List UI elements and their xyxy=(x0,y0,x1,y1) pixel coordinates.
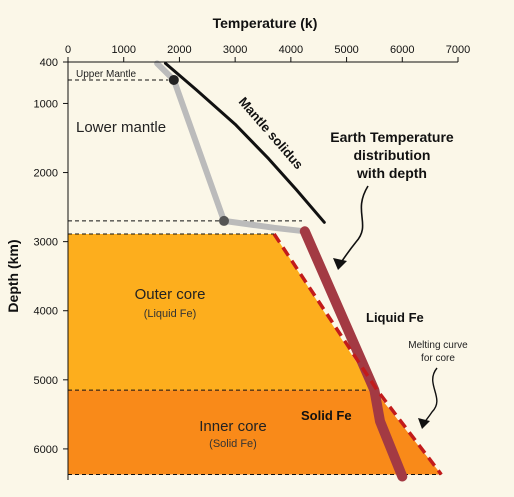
x-tick-label-7: 7000 xyxy=(446,44,470,56)
annotation-liquid-fe: Liquid Fe xyxy=(366,310,424,325)
y-tick-label-3: 3000 xyxy=(34,237,58,249)
layer-label-lower-mantle: Lower mantle xyxy=(76,119,166,136)
layer-label-outer-core: Outer core xyxy=(135,286,206,303)
tick-labels: 0 1000 2000 3000 4000 5000 6000 7000 400 1000 2000… xyxy=(34,44,471,456)
layer-label-upper-mantle: Upper Mantle xyxy=(76,69,136,80)
arrow-title-to-curve-head xyxy=(333,258,347,270)
arrow-melting-curve-head xyxy=(418,418,430,429)
x-tick-label-0: 0 xyxy=(65,44,71,56)
layer-fill-2 xyxy=(68,234,375,391)
x-tick-label-2: 2000 xyxy=(167,44,191,56)
layer-boundaries xyxy=(68,79,442,476)
x-axis-label: Temperature (k) xyxy=(213,15,318,31)
layer-sublabel-inner-core: (Solid Fe) xyxy=(209,438,257,450)
layer-label-inner-core: Inner core xyxy=(199,418,267,435)
marker-lower-mantle xyxy=(219,215,229,226)
series-line-2 xyxy=(299,226,408,482)
x-tick-label-3: 3000 xyxy=(223,44,247,56)
marker-upper-mantle xyxy=(168,74,179,85)
layer-fills xyxy=(68,234,442,475)
x-tick-label-6: 6000 xyxy=(390,44,414,56)
y-tick-label-6: 6000 xyxy=(34,444,58,456)
layer-fill-3 xyxy=(68,390,442,475)
y-tick-label-0: 400 xyxy=(40,57,58,69)
chart-title-line-1: Earth Temperature xyxy=(330,129,454,145)
series-line-3 xyxy=(272,233,443,476)
arrow-title-to-curve xyxy=(339,185,369,265)
axes xyxy=(63,57,459,480)
annotation-melting-curve: Melting curve xyxy=(408,340,468,351)
y-axis-label: Depth (km) xyxy=(5,239,21,312)
annotation-solid-fe: Solid Fe xyxy=(301,408,352,423)
layer-sublabel-outer-core: (Liquid Fe) xyxy=(144,308,197,320)
series-lines xyxy=(154,60,443,482)
series-line-0 xyxy=(164,61,326,224)
chart-title-line-2: distribution xyxy=(354,147,431,163)
annotation-melting-curve-line2: for core xyxy=(421,353,455,364)
x-tick-label-4: 4000 xyxy=(279,44,303,56)
y-tick-label-2: 2000 xyxy=(34,168,58,180)
x-tick-label-1: 1000 xyxy=(111,44,135,56)
y-tick-label-5: 5000 xyxy=(34,375,58,387)
x-tick-label-5: 5000 xyxy=(334,44,358,56)
y-tick-label-4: 4000 xyxy=(34,306,58,318)
y-tick-label-1: 1000 xyxy=(34,98,58,110)
chart-title-line-3: with depth xyxy=(356,165,427,181)
arrow-melting-curve xyxy=(423,367,438,424)
